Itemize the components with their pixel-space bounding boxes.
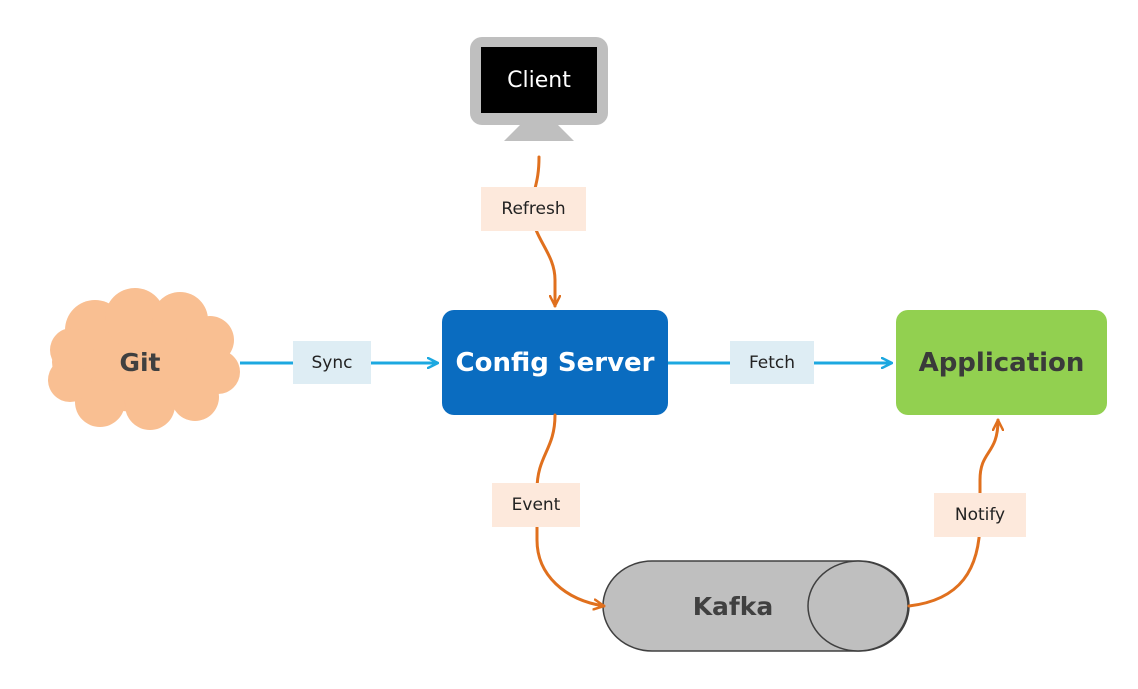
git-label: Git (119, 347, 161, 377)
event-label: Event (492, 483, 580, 527)
event-arrow (535, 413, 606, 606)
refresh-arrow (530, 155, 555, 308)
application-label: Application (918, 347, 1085, 378)
sync-label: Sync (293, 341, 371, 384)
cylinder-icon (602, 560, 910, 652)
kafka-label: Kafka (692, 591, 774, 621)
refresh-label: Refresh (481, 187, 586, 231)
config-server-label: Config Server (455, 347, 655, 378)
application-box (896, 310, 1107, 415)
notify-label: Notify (934, 493, 1026, 537)
monitor-icon (470, 37, 608, 141)
config-server-box (442, 310, 668, 415)
cloud-icon (48, 288, 240, 430)
client-label: Client (507, 67, 571, 93)
fetch-label: Fetch (730, 341, 814, 384)
